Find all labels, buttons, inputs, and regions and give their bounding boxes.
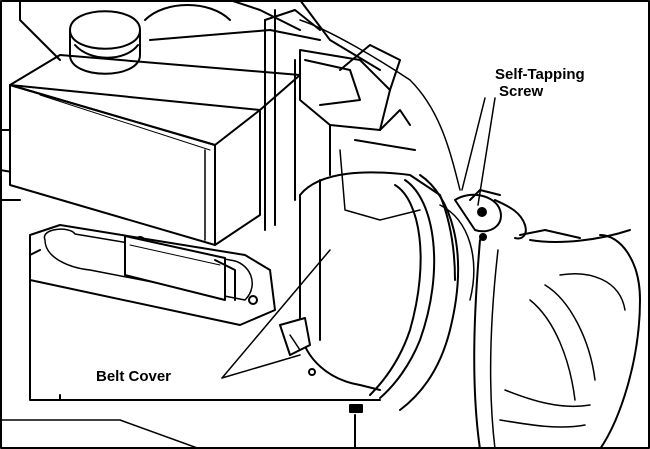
self-tapping-screw-callout: Self-Tapping Screw bbox=[495, 66, 585, 100]
control-housing bbox=[9, 54, 301, 246]
leader-screw-1 bbox=[461, 97, 486, 191]
pulley-bracket bbox=[299, 44, 416, 176]
callout-screw-line1: Self-Tapping bbox=[495, 66, 585, 83]
belt-cover-callout: Belt Cover bbox=[96, 368, 172, 385]
cable bbox=[299, 19, 461, 191]
base-plate bbox=[29, 224, 276, 326]
callout-screw-line2: Screw bbox=[499, 83, 544, 100]
leader-screw-2 bbox=[477, 97, 496, 206]
leader-belt-cover-1 bbox=[221, 354, 301, 379]
leader-belt-cover-2 bbox=[221, 249, 331, 379]
discharge-chute bbox=[473, 229, 641, 449]
belt-cover-shell bbox=[299, 149, 475, 449]
motor-base bbox=[0, 249, 381, 449]
support-post bbox=[264, 9, 321, 231]
motor-cap bbox=[69, 4, 231, 75]
callout-leaders bbox=[221, 97, 496, 379]
